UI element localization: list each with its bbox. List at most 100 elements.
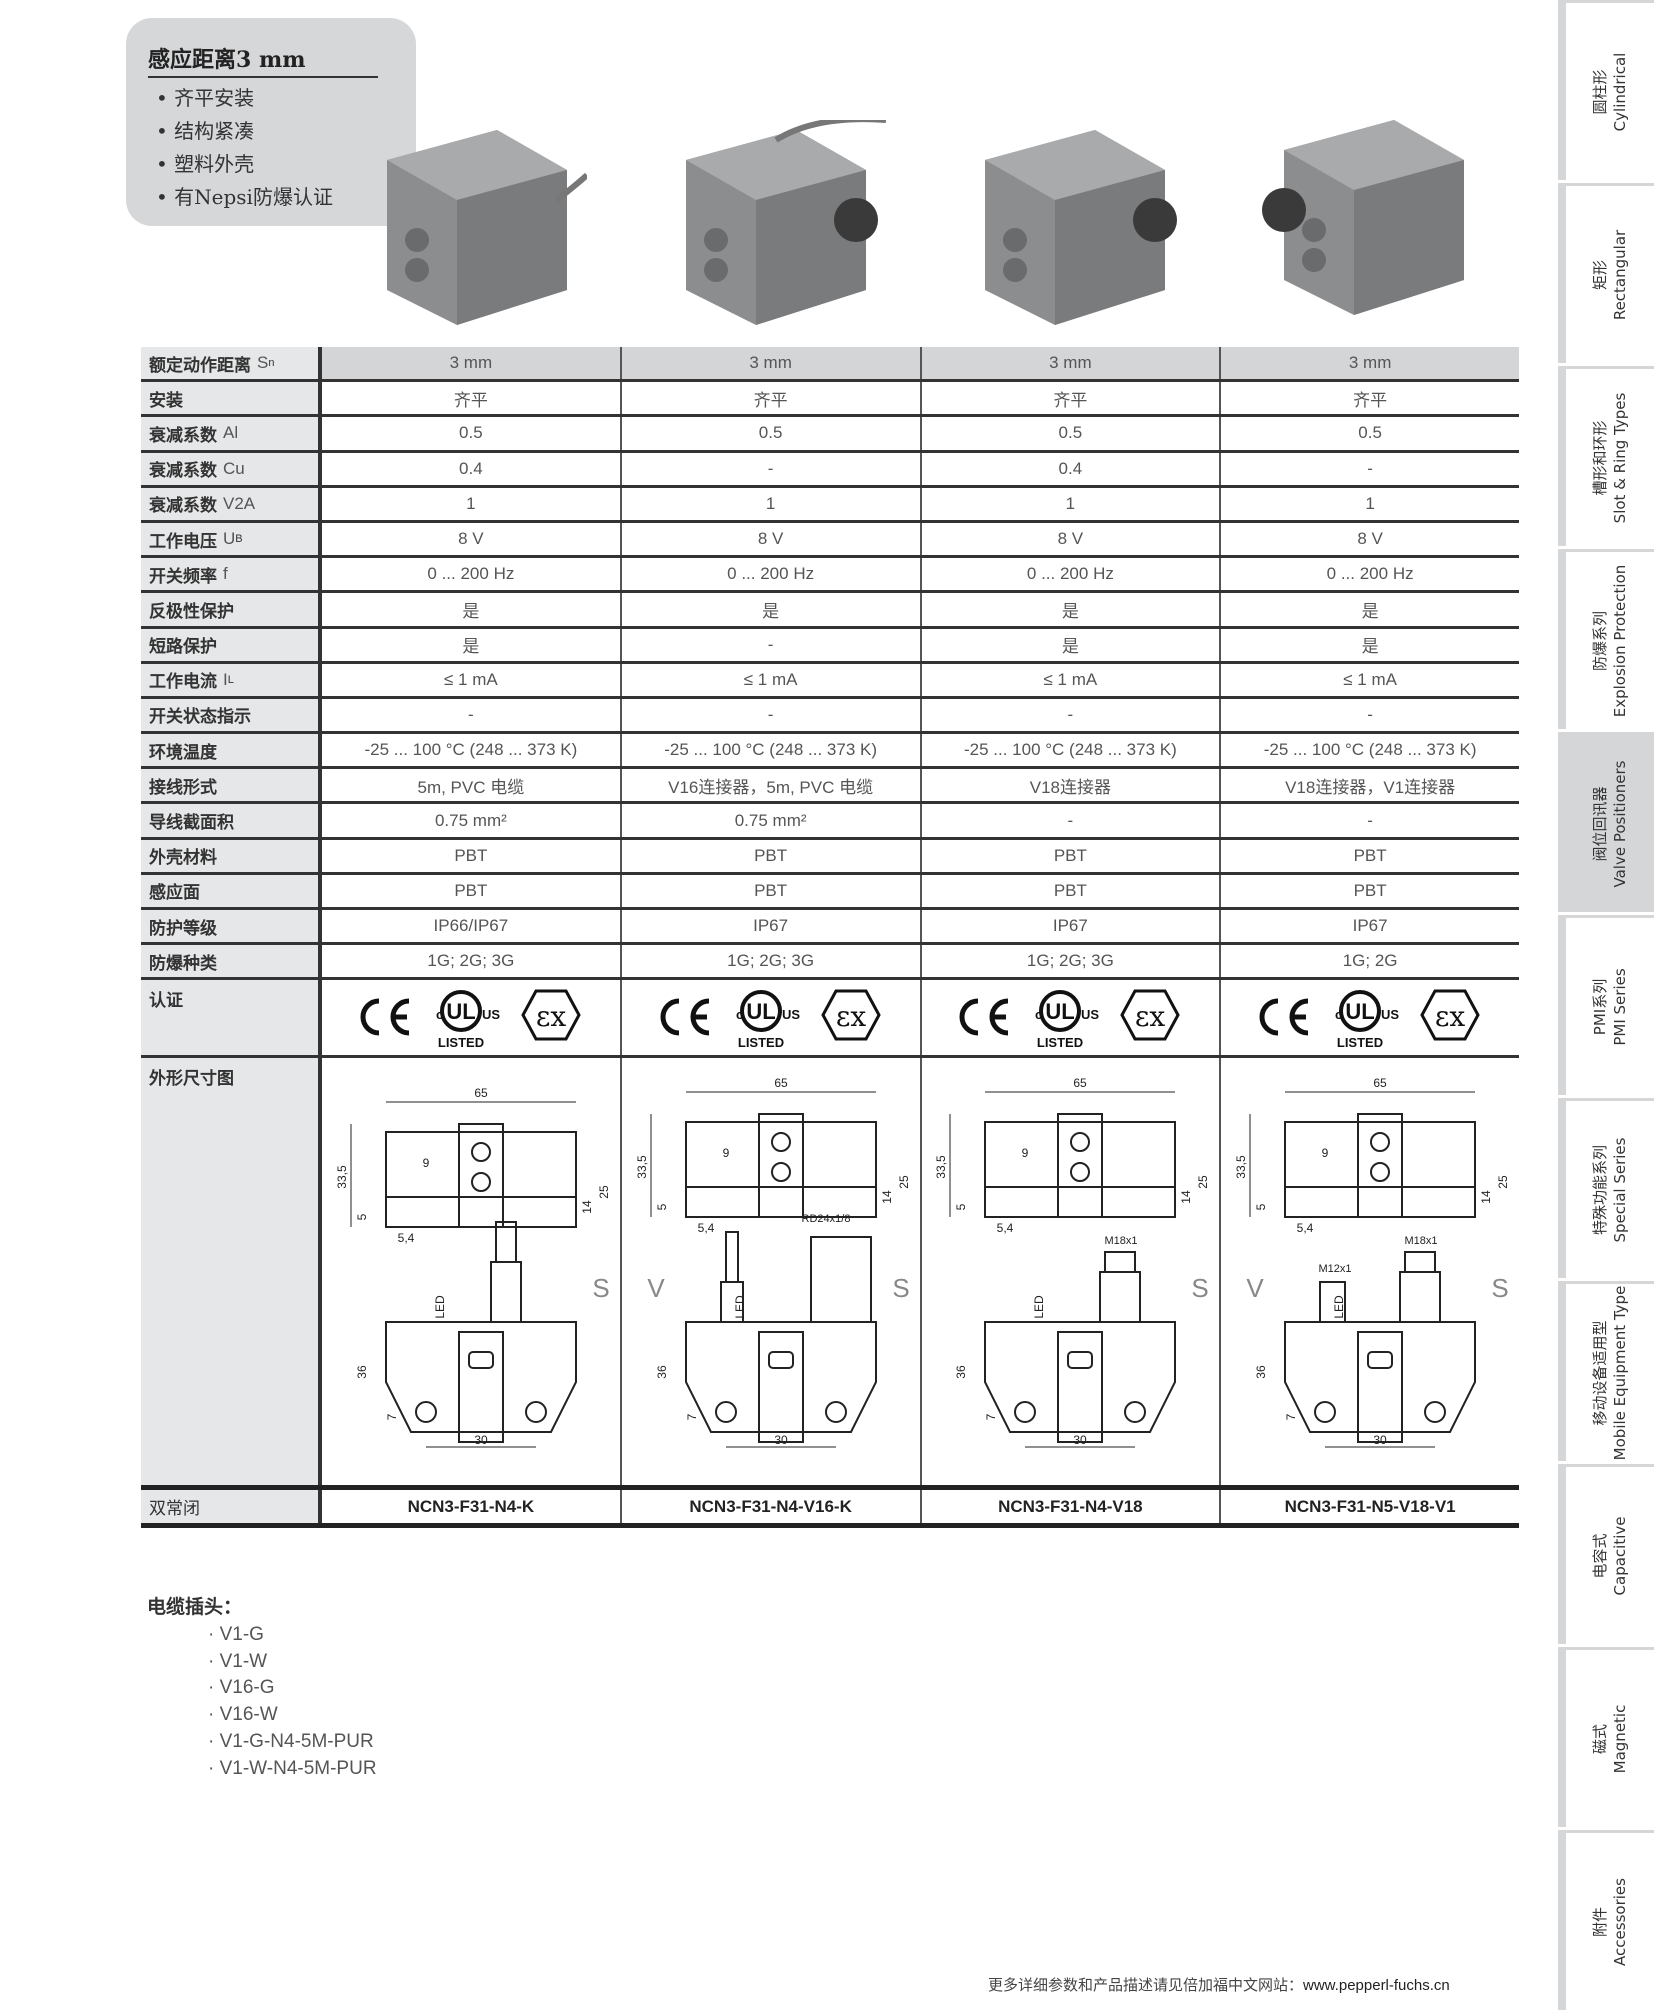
spec-label: 开关状态指示	[141, 698, 322, 732]
spec-value: 0.5	[622, 417, 922, 450]
spec-value: 8 V	[622, 522, 922, 556]
spec-value: 5m, PVC 电缆	[322, 769, 622, 802]
dimension-label: 30	[474, 1433, 488, 1447]
spec-value: ≤ 1 mA	[1343, 669, 1397, 689]
side-tab-cn: 矩形	[1591, 259, 1609, 290]
divider	[148, 76, 378, 78]
dimension-label: LED	[433, 1295, 447, 1319]
model-label: 双常闭	[141, 1490, 322, 1524]
spec-value: ≤ 1 mA	[322, 663, 622, 696]
side-tab-en: Capacitive	[1611, 1516, 1629, 1595]
model-number: NCN3-F31-N4-V18	[922, 1490, 1222, 1524]
cable-plug-item: V1-W	[208, 1649, 377, 1676]
spec-symbol: Al	[223, 423, 239, 443]
dimension-label: 14	[580, 1200, 594, 1214]
ex-explosion-mark-icon: εx	[1120, 989, 1181, 1041]
spec-label: 安装	[141, 382, 322, 415]
feature-item: 塑料外壳	[156, 148, 333, 181]
spec-value: -	[622, 452, 922, 485]
spec-symbol: f	[223, 564, 228, 584]
dimension-label: 14	[1179, 1190, 1193, 1204]
spec-label-text: 环境温度	[149, 742, 217, 763]
spec-label-text: 工作电压	[149, 531, 217, 552]
spec-value: -	[622, 628, 922, 661]
svg-text:εx: εx	[835, 1000, 866, 1033]
dimension-label: 9	[1022, 1146, 1029, 1160]
svg-text:LISTED: LISTED	[1037, 1035, 1083, 1050]
product-photo	[686, 120, 886, 325]
spec-value: 齐平	[622, 382, 922, 415]
spec-label-text: 安装	[149, 390, 183, 411]
connector-tag: S	[592, 1273, 609, 1303]
spec-value: 3 mm	[1221, 347, 1519, 380]
spec-value: PBT	[1353, 845, 1387, 865]
dimension-label: 65	[1373, 1076, 1387, 1090]
side-tab-en: Rectangular	[1611, 229, 1629, 320]
dimension-label: 5,4	[1297, 1221, 1314, 1235]
dimension-label: 5	[1254, 1203, 1268, 1210]
spec-label: 反极性保护	[141, 593, 322, 626]
dimension-label: 25	[1196, 1175, 1210, 1189]
ce-mark-icon	[1259, 998, 1309, 1036]
side-tab-cn: 圆柱形	[1591, 69, 1609, 115]
spec-value: 1G; 2G; 3G	[922, 945, 1222, 978]
spec-label-text: 反极性保护	[149, 601, 234, 622]
cable-plugs-title: 电缆插头：	[147, 1596, 243, 1618]
spec-label: 短路保护	[141, 628, 322, 661]
footer-url[interactable]: www.pepperl-fuchs.cn	[1303, 1977, 1450, 1994]
spec-value: ≤ 1 mA	[622, 663, 922, 696]
spec-label-text: 工作电流	[149, 672, 217, 693]
dimension-label: 65	[774, 1076, 788, 1090]
cable-plug-item: V1-G	[208, 1622, 377, 1649]
spec-value: -25 ... 100 °C (248 ... 373 K)	[322, 734, 622, 767]
spec-symbol: S	[257, 353, 269, 373]
feature-item: 结构紧凑	[156, 115, 333, 148]
side-tab-en: Slot & Ring Types	[1611, 392, 1629, 523]
footer-text: 更多详细参数和产品描述请见倍加福中文网站：	[988, 1976, 1304, 1994]
feature-item: 齐平安装	[156, 82, 333, 115]
side-tab-en: Explosion Protection	[1611, 564, 1629, 717]
spec-value: -	[622, 698, 922, 732]
spec-value: -	[922, 804, 1222, 837]
svg-text:LISTED: LISTED	[438, 1035, 484, 1050]
svg-text:c: c	[736, 1007, 743, 1022]
dimension-label: 65	[1074, 1076, 1088, 1090]
spec-value: 1G; 2G	[1342, 951, 1398, 971]
svg-text:UL: UL	[446, 999, 475, 1024]
svg-text:εx: εx	[1435, 1000, 1466, 1033]
spec-value: 0.5	[922, 417, 1222, 450]
spec-value: 3 mm	[921, 347, 1222, 380]
ce-mark-icon	[660, 998, 709, 1036]
spec-value: PBT	[322, 839, 622, 872]
